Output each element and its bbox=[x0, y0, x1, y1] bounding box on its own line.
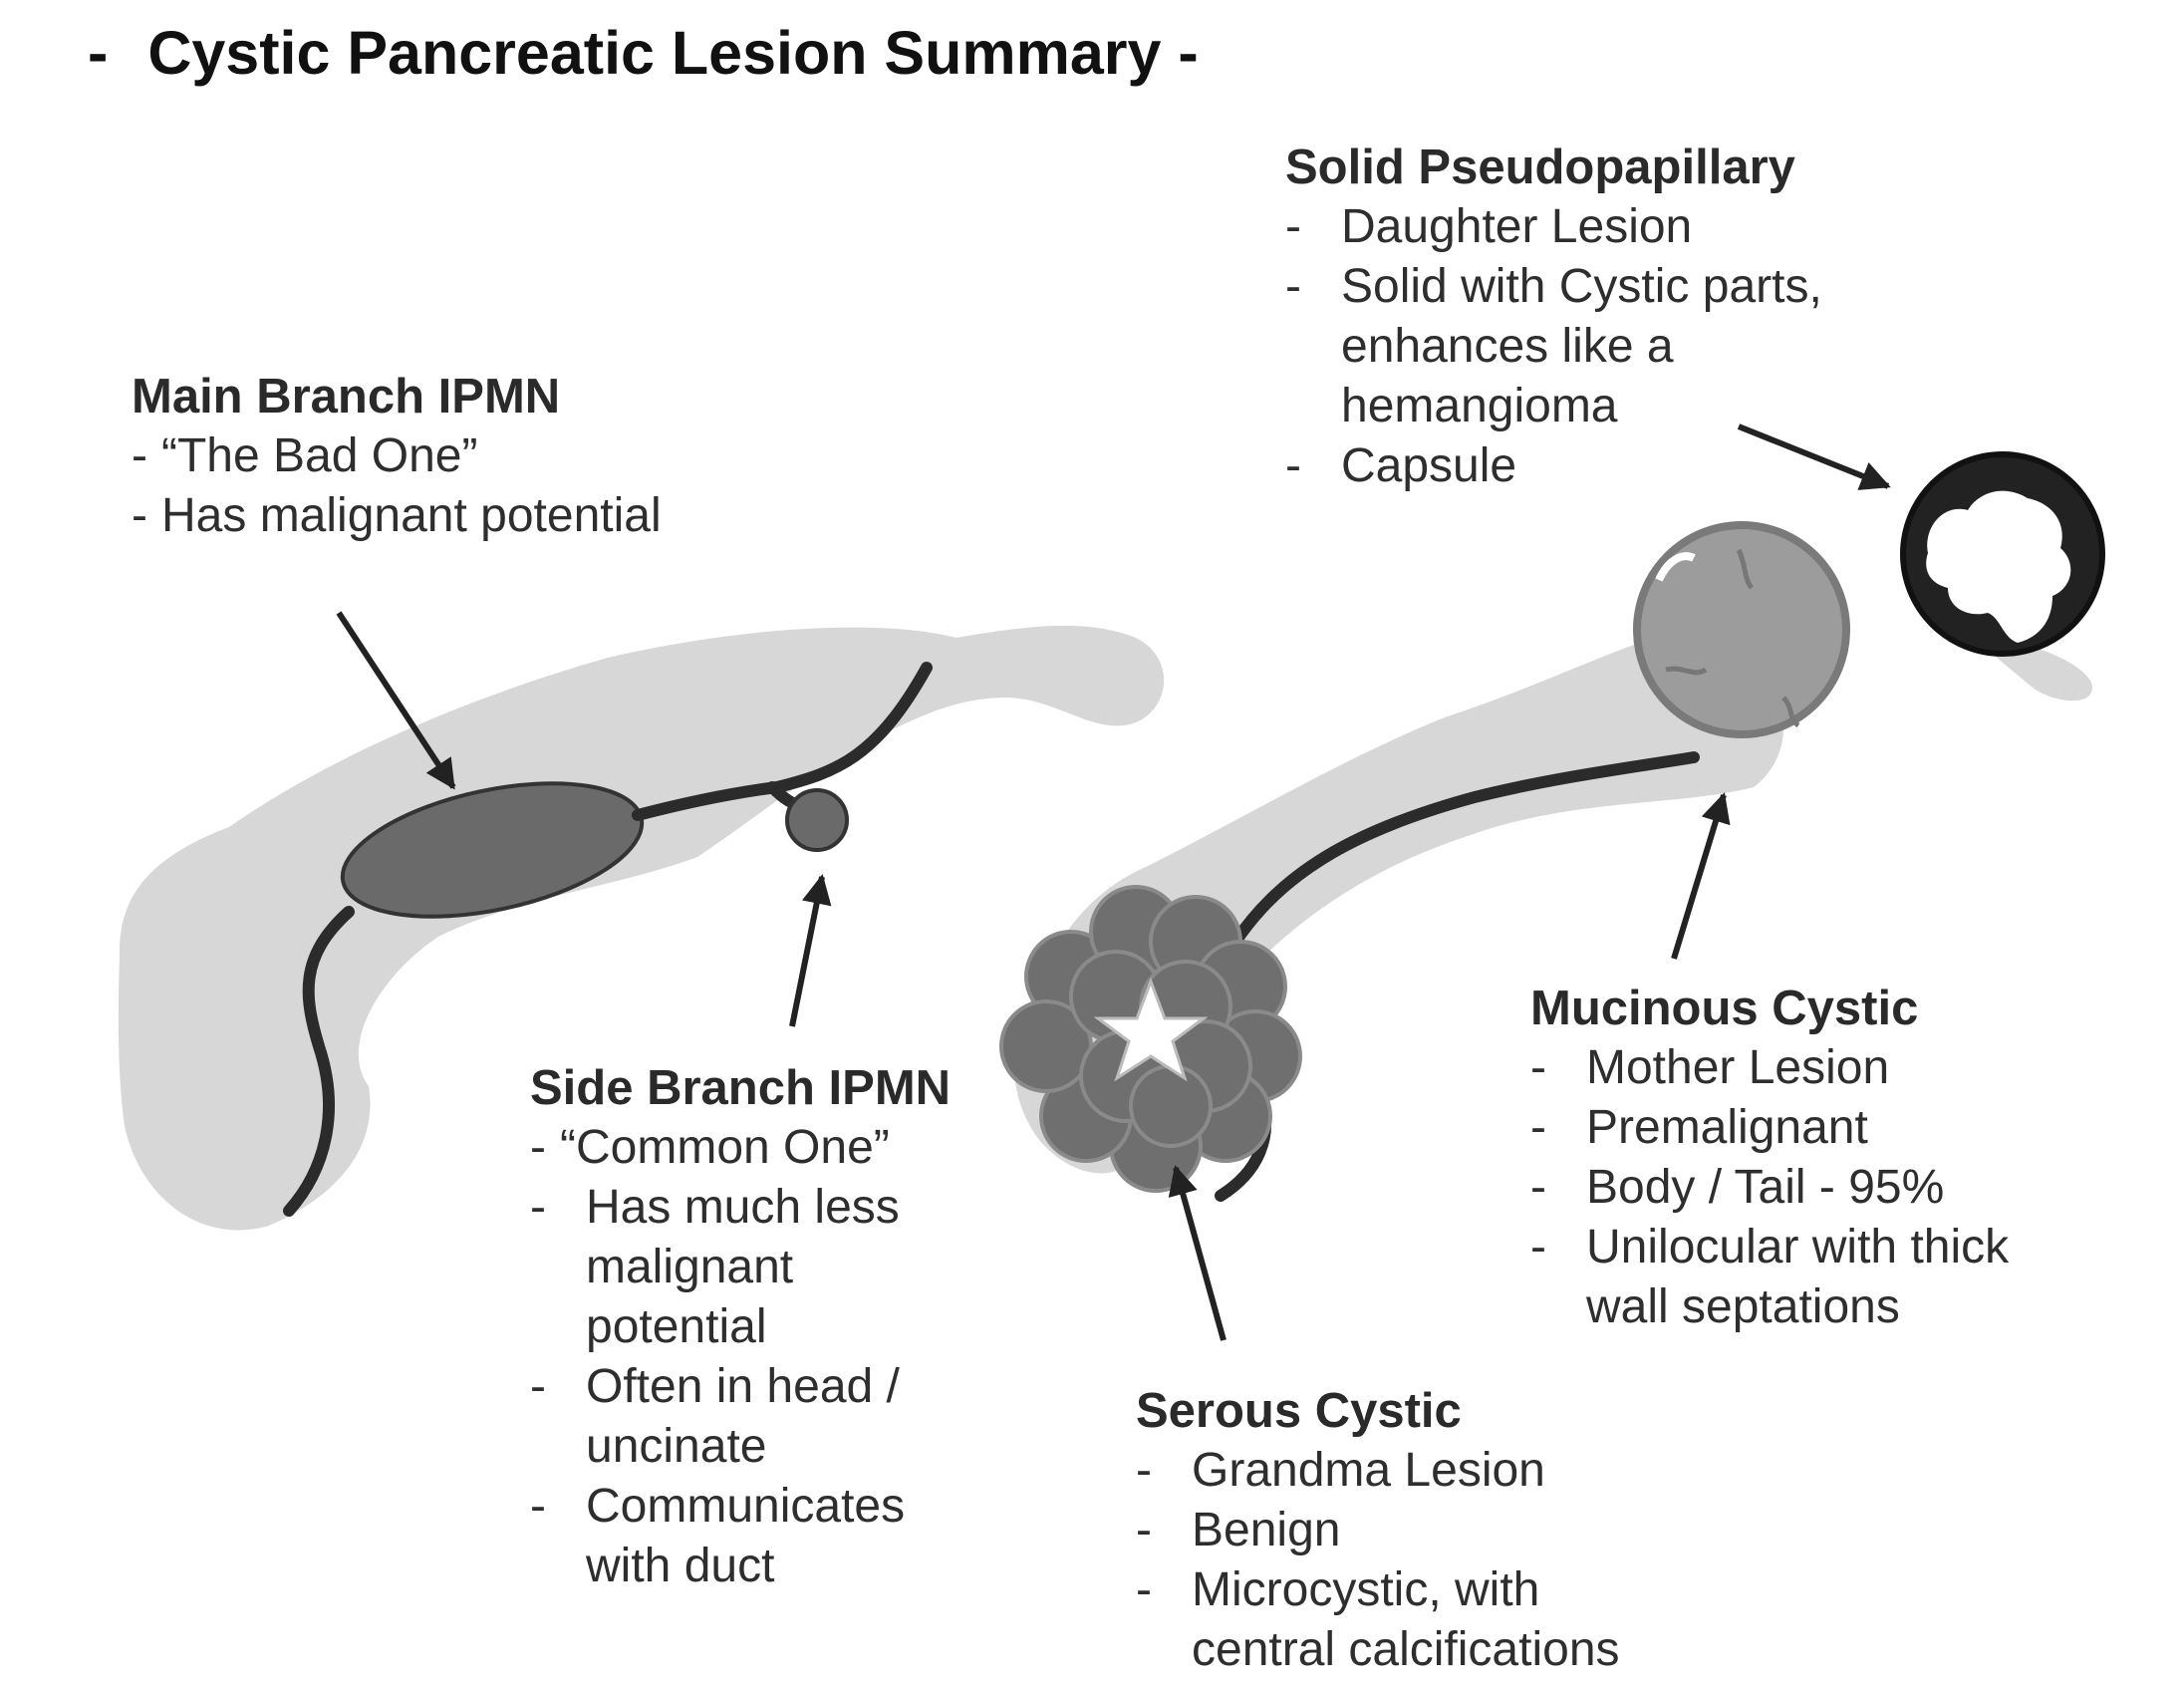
solid-pseudopapillary-lesion bbox=[1900, 451, 2105, 657]
title-text: Cystic Pancreatic Lesion Summary - bbox=[147, 19, 1199, 87]
bullet-dash: - bbox=[1530, 1101, 1546, 1154]
arrows bbox=[336, 423, 1891, 1341]
main-branch-ipmn-item: - Has malignant potential bbox=[132, 486, 849, 546]
solid-pseudopapillary-item: - Daughter Lesion bbox=[1285, 197, 1843, 257]
right-main-duct bbox=[1229, 751, 1700, 948]
serous-cystic-heading: Serous Cystic bbox=[1136, 1384, 1462, 1438]
right-pancreas bbox=[999, 451, 2105, 1202]
item-text: Unilocular with thick wall septations bbox=[1586, 1221, 2010, 1333]
arrow-side-branch bbox=[789, 874, 832, 1027]
mucinous-cystic-heading: Mucinous Cystic bbox=[1530, 982, 1919, 1035]
left-pancreas bbox=[118, 625, 1165, 1231]
page-title: -Cystic Pancreatic Lesion Summary - bbox=[88, 18, 1199, 88]
mucinous-cyst-lesion bbox=[1633, 521, 1850, 738]
side-branch-ipmn-item: - “Common One” bbox=[530, 1118, 968, 1178]
bullet-dash: - bbox=[530, 1121, 546, 1174]
arrow-serous bbox=[1168, 1165, 1227, 1341]
solid-pseudopapillary-heading: Solid Pseudopapillary bbox=[1285, 141, 1795, 194]
bullet-dash: - bbox=[1285, 260, 1301, 313]
serous-cystic-block: Serous Cystic - Grandma Lesion - Benign … bbox=[1136, 1381, 1694, 1680]
main-branch-ipmn-item: - “The Bad One” bbox=[132, 426, 849, 486]
item-text: Grandma Lesion bbox=[1192, 1444, 1545, 1497]
bullet-dash: - bbox=[530, 1480, 546, 1533]
item-text: “The Bad One” bbox=[161, 429, 478, 482]
arrow-mucinous bbox=[1671, 792, 1731, 960]
serous-cystic-item: - Grandma Lesion bbox=[1136, 1441, 1694, 1501]
item-text: Benign bbox=[1192, 1504, 1341, 1556]
main-branch-ipmn-heading: Main Branch IPMN bbox=[132, 370, 561, 423]
side-branch-ipmn-block: Side Branch IPMN - “Common One” - Has mu… bbox=[530, 1058, 968, 1596]
left-pancreas-parenchyma bbox=[118, 625, 1165, 1231]
bullet-dash: - bbox=[530, 1360, 546, 1413]
item-text: Capsule bbox=[1341, 439, 1517, 492]
left-main-duct bbox=[283, 906, 355, 1217]
item-text: Mother Lesion bbox=[1586, 1041, 1890, 1094]
item-text: Often in head / uncinate bbox=[586, 1360, 900, 1473]
main-branch-ipmn-block: Main Branch IPMN - “The Bad One” - Has m… bbox=[132, 367, 849, 546]
item-text: Daughter Lesion bbox=[1341, 200, 1693, 253]
mucinous-cystic-item: - Premalignant bbox=[1530, 1098, 2088, 1158]
mucinous-cystic-block: Mucinous Cystic - Mother Lesion - Premal… bbox=[1530, 979, 2088, 1337]
solid-pseudopapillary-item: - Solid with Cystic parts, enhances like… bbox=[1285, 257, 1843, 436]
item-text: Premalignant bbox=[1586, 1101, 1868, 1154]
bullet-dash: - bbox=[530, 1181, 546, 1234]
side-branch-ipmn-heading: Side Branch IPMN bbox=[530, 1061, 952, 1115]
bullet-dash: - bbox=[1530, 1221, 1546, 1273]
mucinous-cystic-item: - Mother Lesion bbox=[1530, 1038, 2088, 1098]
item-text: Solid with Cystic parts, enhances like a… bbox=[1341, 260, 1822, 432]
serous-cystic-item: - Benign bbox=[1136, 1501, 1694, 1560]
central-calcification-star bbox=[1093, 977, 1209, 1082]
item-text: Body / Tail - 95% bbox=[1586, 1161, 1945, 1214]
item-text: Microcystic, with central calcifications bbox=[1192, 1563, 1620, 1676]
side-branch-ipmn-item: - Often in head / uncinate bbox=[530, 1357, 968, 1477]
serous-cystic-item: - Microcystic, with central calcificatio… bbox=[1136, 1560, 1694, 1680]
serous-cyst-lesion bbox=[999, 885, 1302, 1193]
arrow-main-branch bbox=[336, 611, 456, 790]
bullet-dash: - bbox=[1530, 1161, 1546, 1214]
solid-pseudopapillary-block: Solid Pseudopapillary - Daughter Lesion … bbox=[1285, 138, 1843, 496]
bullet-dash: - bbox=[132, 429, 147, 482]
bullet-dash: - bbox=[1285, 200, 1301, 253]
bullet-dash: - bbox=[1530, 1041, 1546, 1094]
bullet-dash: - bbox=[1285, 439, 1301, 492]
item-text: Has much less malignant potential bbox=[586, 1181, 900, 1353]
side-branch-ipmn-item: - Communicates with duct bbox=[530, 1477, 968, 1596]
left-main-duct-body bbox=[632, 662, 933, 821]
arrow-solid-pseudopapillary bbox=[1737, 423, 1891, 490]
title-dash: - bbox=[88, 19, 109, 87]
spn-cystic-part bbox=[1926, 490, 2071, 643]
side-branch-ipmn-item: - Has much less malignant potential bbox=[530, 1178, 968, 1357]
bullet-dash: - bbox=[132, 489, 147, 542]
bullet-dash: - bbox=[1136, 1563, 1152, 1616]
item-text: Has malignant potential bbox=[161, 489, 662, 542]
item-text: “Common One” bbox=[560, 1121, 890, 1174]
mucinous-cystic-item: - Body / Tail - 95% bbox=[1530, 1158, 2088, 1218]
side-branch-ipmn-cyst bbox=[785, 788, 849, 852]
mucinous-cystic-item: - Unilocular with thick wall septations bbox=[1530, 1218, 2088, 1337]
bullet-dash: - bbox=[1136, 1444, 1152, 1497]
item-text: Communicates with duct bbox=[586, 1480, 906, 1592]
bullet-dash: - bbox=[1136, 1504, 1152, 1556]
solid-pseudopapillary-item: - Capsule bbox=[1285, 436, 1843, 496]
